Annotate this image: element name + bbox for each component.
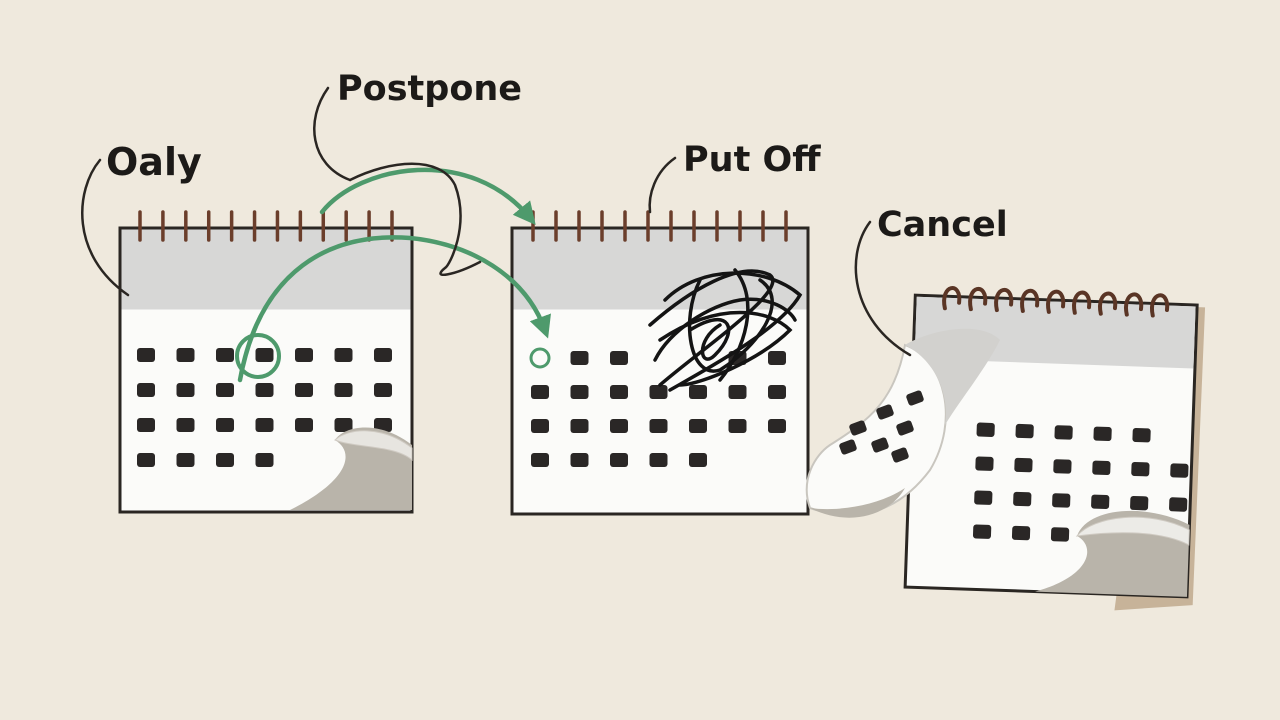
date-cell [137,348,155,362]
label-cancel: Cancel [877,205,1008,245]
date-cell [216,348,234,362]
date-cell [728,419,747,433]
date-cell [972,524,992,539]
date-cell [1011,525,1031,541]
date-cell [1131,461,1150,477]
target-date-circle [529,347,551,369]
date-cell [1132,427,1151,443]
date-cell [570,453,589,467]
date-cell [255,348,274,362]
date-cell [295,383,313,397]
date-cell [137,383,155,397]
scribble-icon [648,268,803,392]
date-cell [1170,463,1189,478]
spiral-binding-icon [531,210,788,242]
date-cell [610,419,628,433]
torn-page [805,328,1000,518]
date-cell [906,390,924,406]
date-cell [768,351,786,365]
date-cell [374,383,392,397]
date-cell [976,422,995,437]
date-cell [1014,457,1033,473]
date-cell [689,385,707,399]
date-cell [689,419,707,433]
date-cell [216,418,234,432]
date-cell [1130,495,1149,511]
date-cell [1015,423,1034,439]
date-cell [137,418,155,432]
label-leaders [81,86,912,357]
date-cell [610,385,628,399]
date-cell [216,383,234,397]
date-cell [1091,494,1110,509]
date-cell [839,439,857,455]
date-cell [216,453,234,467]
date-cell [649,419,668,433]
date-grid [137,348,392,467]
date-cell [1093,426,1112,442]
date-cell [570,385,589,399]
date-cell [176,383,195,397]
date-cell [255,418,274,432]
postpone-loop [348,162,482,276]
date-cell [176,453,195,467]
calendar-cancel [805,286,1206,611]
spiral-binding-icon [138,210,394,242]
date-cell [295,418,313,432]
date-cell [137,453,155,467]
date-cell [374,348,392,362]
date-cell [610,351,628,365]
date-cell [1054,425,1073,440]
date-cell [610,453,628,467]
date-cell [974,490,993,505]
date-cell [334,383,353,397]
date-cell [531,385,549,399]
calendar-daily [118,210,414,514]
date-cell [975,456,994,471]
date-cell [649,453,668,467]
label-postpone: Postpone [337,69,523,109]
date-cell [768,419,786,433]
date-cell [649,385,668,399]
date-cell [1169,497,1188,512]
date-cell [255,383,274,397]
date-cell [871,437,889,453]
spiral-binding-icon [942,286,1170,318]
date-cell [891,447,909,463]
date-cell [1092,460,1111,476]
date-cell [255,453,274,467]
calendar-put-off [510,210,810,516]
date-cell [531,453,549,467]
date-cell [876,404,894,420]
date-cell [176,418,195,432]
date-cell [728,385,747,399]
label-daily: Oaly [106,140,202,184]
date-cell [1013,491,1032,507]
date-cell [570,351,589,365]
curved-arrow-icon [237,167,551,383]
date-cell [1052,493,1071,508]
date-cell [334,348,353,362]
date-cell [1053,459,1072,474]
date-cell [374,418,392,432]
date-cell [295,348,313,362]
date-cell [570,419,589,433]
date-cell [768,385,786,399]
date-cell [531,419,549,433]
date-cell [1050,527,1070,542]
date-cell [176,348,195,362]
selected-date-circle [235,333,281,379]
label-put-off: Put Off [683,140,821,180]
date-cell [896,420,914,436]
date-cell [689,453,707,467]
date-cell [334,418,353,432]
date-cell [849,420,867,436]
